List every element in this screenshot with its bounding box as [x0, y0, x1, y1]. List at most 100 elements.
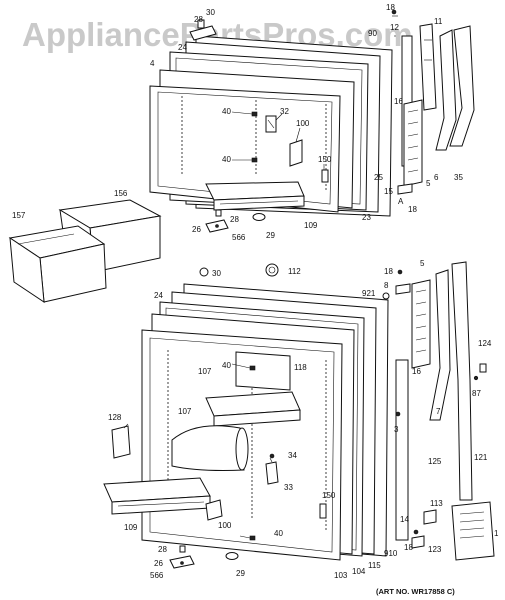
screw-34: [269, 453, 275, 459]
knob-29: [225, 552, 239, 560]
label-29: 29: [266, 231, 275, 240]
part-123: [411, 535, 425, 549]
label-16: 16: [394, 97, 403, 106]
label-40: 40: [274, 529, 283, 538]
screw-30: [199, 267, 209, 277]
bracket-18: [397, 183, 413, 195]
label-100: 100: [218, 521, 232, 530]
plug-921: [382, 292, 390, 300]
handle-35: [449, 25, 475, 147]
pin-28: [179, 545, 186, 553]
screw-18: [397, 269, 403, 275]
handle-7: [429, 269, 451, 421]
label-156: 156: [114, 189, 128, 198]
label-28: 28: [194, 15, 203, 24]
label-40: 40: [222, 361, 231, 370]
knob-29: [252, 213, 266, 221]
label-566: 566: [150, 571, 164, 580]
label-107: 107: [178, 407, 192, 416]
label-7: 7: [436, 407, 441, 416]
label-34: 34: [288, 451, 297, 460]
screw-40: [251, 111, 258, 117]
label-112: 112: [288, 267, 301, 276]
screw-18: [391, 9, 397, 15]
label-118: 118: [294, 363, 307, 372]
label-23: 23: [362, 213, 371, 222]
label-121: 121: [474, 453, 488, 462]
label-103: 103: [334, 571, 348, 580]
label-33: 33: [284, 483, 293, 492]
hinge-pin-top-28: [197, 19, 205, 29]
pin-28: [215, 209, 222, 217]
label-125: 125: [428, 457, 442, 466]
handle-121: [451, 261, 473, 501]
bracket-8: [395, 283, 411, 295]
label-40: 40: [222, 155, 231, 164]
label-18: 18: [386, 3, 395, 12]
support-100: [289, 139, 303, 167]
label-100: 100: [296, 119, 310, 128]
label-12: 12: [390, 23, 399, 32]
label-25: 25: [374, 173, 383, 182]
label-124: 124: [478, 339, 492, 348]
label-128: 128: [108, 413, 122, 422]
label-35: 35: [454, 173, 463, 182]
part-number-labels: 28 30 24 4 40 90 18 12 11 32 100 40 150 …: [12, 3, 499, 580]
label-A: A: [398, 197, 404, 206]
label-115: 115: [368, 561, 381, 570]
screw-40: [249, 365, 256, 371]
butter-compartment-end: [235, 427, 249, 471]
label-921: 921: [362, 289, 376, 298]
label-16: 16: [412, 367, 421, 376]
part-113: [423, 509, 437, 525]
label-32: 32: [280, 107, 289, 116]
label-104: 104: [352, 567, 366, 576]
freezer-shelf-front: [213, 195, 305, 211]
part-150: [321, 169, 329, 183]
label-29: 29: [236, 569, 245, 578]
hinge-top-30: [189, 25, 217, 41]
label-4: 4: [150, 59, 155, 68]
label-150: 150: [318, 155, 332, 164]
dairy-compartment-118: [235, 351, 291, 391]
crisper-bins: [8, 199, 162, 303]
handle-6: [435, 29, 457, 151]
label-566: 566: [232, 233, 246, 242]
screw-18: [413, 529, 419, 535]
label-24: 24: [154, 291, 163, 300]
freezer-liner-front: [149, 85, 341, 213]
trim-strip-125: [395, 359, 409, 541]
label-30: 30: [206, 8, 215, 17]
screw-87: [473, 375, 479, 381]
label-18: 18: [384, 267, 393, 276]
label-150: 150: [322, 491, 336, 500]
label-157: 157: [12, 211, 26, 220]
label-30: 30: [212, 269, 221, 278]
label-26: 26: [192, 225, 201, 234]
label-5: 5: [426, 179, 431, 188]
bracket-33: [265, 461, 279, 485]
label-18: 18: [404, 543, 413, 552]
label-87: 87: [472, 389, 481, 398]
trim-strip-11: [419, 23, 437, 111]
screw-40: [249, 535, 256, 541]
label-18: 18: [408, 205, 417, 214]
label-5: 5: [420, 259, 425, 268]
screw-40: [251, 157, 258, 163]
fresh-food-door-assembly: [103, 261, 495, 569]
grille-5: [403, 99, 423, 187]
crisper-157-side: [9, 237, 45, 303]
label-113: 113: [430, 499, 443, 508]
label-123: 123: [428, 545, 442, 554]
owner-manual-1: [451, 501, 495, 561]
shelf-107-upper-front: [213, 409, 301, 427]
art-number: (ART NO. WR17858 C): [376, 587, 455, 596]
part-124: [479, 363, 487, 373]
label-107: 107: [198, 367, 212, 376]
part-150: [319, 503, 327, 519]
label-28: 28: [230, 215, 239, 224]
label-3: 3: [394, 425, 399, 434]
label-109: 109: [124, 523, 138, 532]
part-128: [111, 425, 131, 459]
label-40: 40: [222, 107, 231, 116]
